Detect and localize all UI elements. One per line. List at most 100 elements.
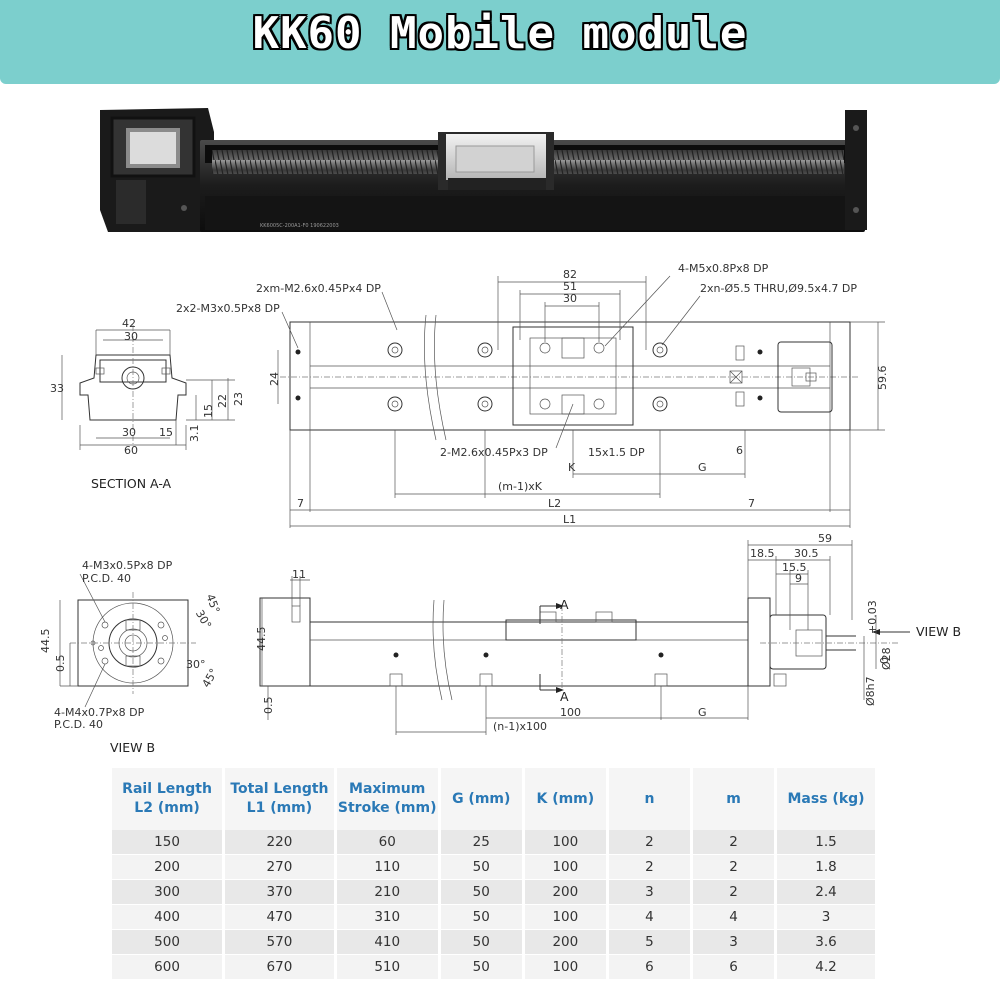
table-cell: 470 (223, 904, 337, 930)
dim-text: 30 (563, 292, 577, 305)
table-cell: 2.4 (775, 879, 878, 905)
table-cell: 50 (439, 854, 525, 880)
dim-text: G (698, 706, 707, 719)
table-cell: 3 (691, 929, 778, 955)
dim-text: 59.6 (876, 366, 889, 391)
col-total-length-l1: Total Length (230, 781, 329, 797)
note-text: 4-M3x0.5Px8 DP (82, 559, 173, 572)
table-cell: 310 (335, 904, 441, 930)
plan-view-drawing (277, 275, 885, 528)
note-text: 4-M5x0.8Px8 DP (678, 262, 769, 275)
dim-text: 30.5 (794, 547, 819, 560)
table-cell: 100 (523, 904, 609, 930)
note-text: 4-M4x0.7Px8 DP (54, 706, 145, 719)
dim-text: 51 (563, 280, 577, 293)
dim-text: G (698, 461, 707, 474)
dim-text: 15 (202, 404, 215, 418)
note-text: 15x1.5 DP (588, 446, 645, 459)
table-cell: 300 (112, 879, 226, 905)
dim-text: 44.5 (255, 627, 268, 652)
dim-text: 15 (159, 426, 173, 439)
table-cell: 50 (439, 879, 525, 905)
dim-text: L2 (548, 497, 561, 510)
dim-text: 22 (216, 394, 229, 408)
table-cell: 3 (607, 879, 693, 905)
col-rail-length: Rail Length L2 (mm) (112, 768, 226, 830)
table-cell: 2 (691, 879, 778, 905)
table-cell: 1.8 (775, 854, 878, 880)
view-b-drawing (59, 573, 196, 708)
col-rail-length-l1: Rail Length (122, 781, 212, 797)
dim-text: 59 (818, 532, 832, 545)
dim-text: 44.5 (39, 629, 52, 654)
dim-text: 30 (124, 330, 138, 343)
table-cell: 2 (607, 854, 693, 880)
dim-text: 82 (563, 268, 577, 281)
dim-text: 60 (124, 444, 138, 457)
table-cell: 150 (112, 830, 226, 855)
col-m: m (691, 768, 778, 830)
dim-text: Ø28 (880, 647, 893, 670)
col-mass: Mass (kg) (775, 768, 878, 830)
dim-text: 23 (232, 392, 245, 406)
table-cell: 600 (112, 954, 226, 980)
view-b-marker: VIEW B (916, 624, 961, 639)
dim-text: 3.1 (188, 425, 201, 443)
table-cell: 4.2 (775, 954, 878, 980)
table-cell: 110 (335, 854, 441, 880)
section-a-a-label: SECTION A-A (91, 476, 172, 491)
table-cell: 25 (439, 830, 525, 855)
table-cell: 270 (223, 854, 337, 880)
table-cell: 210 (335, 879, 441, 905)
dim-text: 15.5 (782, 561, 807, 574)
dim-text: 6 (736, 444, 743, 457)
module-product-image: KK6005C-200A1-F0 190622003 (100, 108, 867, 232)
table-cell: 200 (112, 854, 226, 880)
view-b-label: VIEW B (110, 740, 155, 755)
dim-text: 7 (748, 497, 755, 510)
col-g: G (mm) (439, 768, 525, 830)
table-cell: 220 (223, 830, 337, 855)
table-cell: 100 (523, 954, 609, 980)
dim-text: (m-1)xK (498, 480, 543, 493)
dim-text: 45° (203, 592, 222, 615)
svg-text:KK6005C-200A1-F0 190622003: KK6005C-200A1-F0 190622003 (260, 223, 339, 229)
dim-text: 0.5 (262, 697, 275, 715)
section-a-a-drawing (61, 325, 235, 450)
col-max-stroke-l2: Stroke (mm) (337, 800, 437, 816)
dim-text: 7 (297, 497, 304, 510)
col-k: K (mm) (523, 768, 609, 830)
table-cell: 2 (607, 830, 693, 855)
dim-text: K (568, 461, 576, 474)
table-cell: 500 (112, 929, 226, 955)
dim-text: 42 (122, 317, 136, 330)
table-cell: 6 (607, 954, 693, 980)
table-cell: 3 (775, 904, 878, 930)
dim-text: (n-1)x100 (493, 720, 547, 733)
table-cell: 100 (523, 854, 609, 880)
page-title: KK60 Mobile module (252, 8, 748, 59)
note-text: P.C.D. 40 (54, 718, 103, 731)
note-text: 2x2-M3x0.5Px8 DP (176, 302, 280, 315)
dim-text: 0 (878, 657, 891, 664)
col-rail-length-l2: L2 (mm) (134, 800, 200, 816)
table-cell: 400 (112, 904, 226, 930)
dim-text: 9 (795, 572, 802, 585)
note-text: P.C.D. 40 (82, 572, 131, 585)
note-text: 2xm-M2.6x0.45Px4 DP (256, 282, 381, 295)
table-cell: 370 (223, 879, 337, 905)
dim-text: L1 (563, 513, 576, 526)
table-cell: 3.6 (775, 929, 878, 955)
col-n: n (607, 768, 693, 830)
